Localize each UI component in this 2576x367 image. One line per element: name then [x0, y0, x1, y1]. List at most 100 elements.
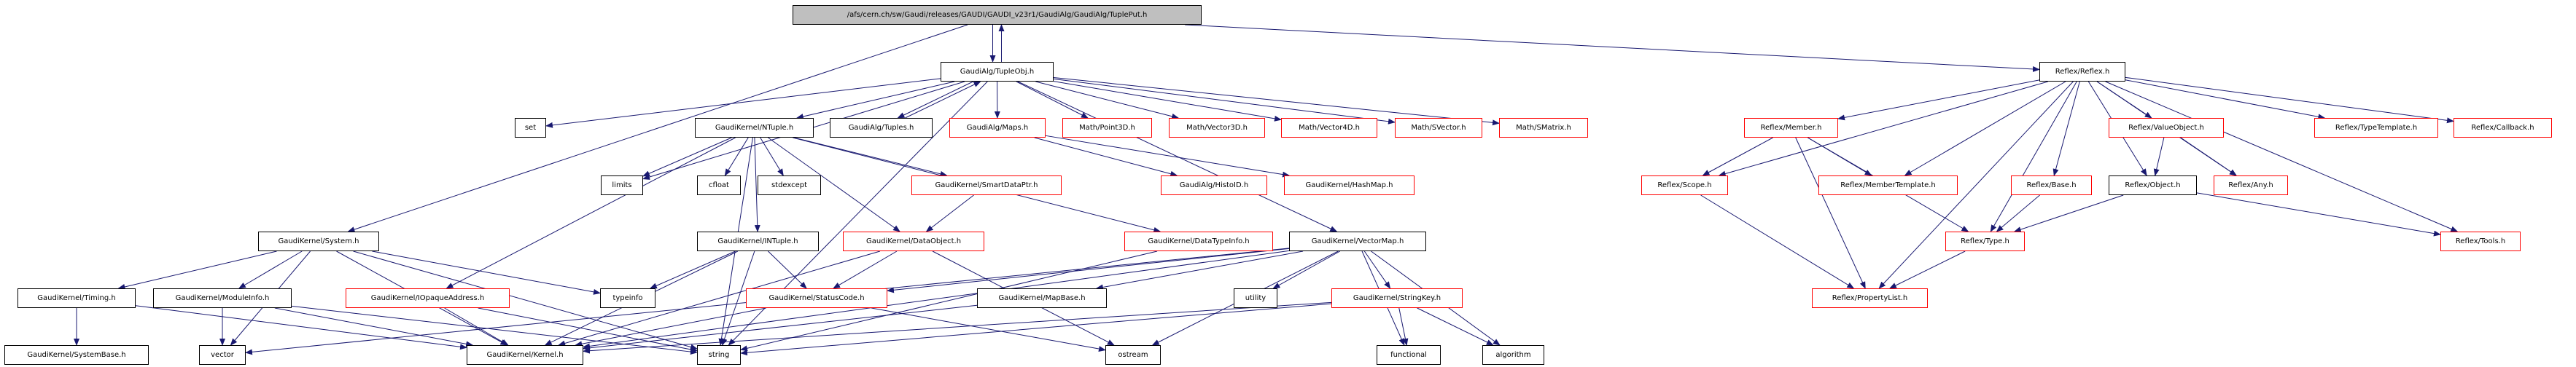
dependency-edge — [1700, 194, 1855, 289]
dependency-edge — [135, 305, 467, 350]
graph-node-label: GaudiKernel/DataObject.h — [865, 237, 962, 245]
graph-node[interactable]: GaudiAlg/Tuples.h — [830, 118, 933, 138]
graph-node[interactable]: Reflex/ValueObject.h — [2109, 118, 2224, 138]
graph-node[interactable]: Reflex/Reflex.h — [2039, 62, 2125, 82]
graph-node[interactable]: GaudiAlg/Maps.h — [949, 118, 1046, 138]
graph-node[interactable]: typeinfo — [600, 288, 655, 308]
graph-node-label: Math/Vector3D.h — [1186, 124, 1248, 132]
graph-node[interactable]: GaudiKernel/ModuleInfo.h — [153, 288, 292, 308]
graph-node[interactable]: GaudiKernel/System.h — [258, 232, 379, 251]
graph-node[interactable]: Reflex/Scope.h — [1641, 175, 1728, 195]
graph-node[interactable]: Reflex/Type.h — [1945, 232, 2025, 251]
graph-node-label: Reflex/Type.h — [1961, 237, 2009, 245]
graph-node[interactable]: /afs/cern.ch/sw/Gaudi/releases/GAUDI/GAU… — [793, 5, 1202, 25]
dependency-edge — [795, 81, 955, 119]
graph-node[interactable]: Reflex/Any.h — [2214, 175, 2288, 195]
graph-node[interactable]: Reflex/Object.h — [2109, 175, 2197, 195]
graph-node[interactable]: Reflex/Tools.h — [2440, 232, 2521, 251]
graph-node-label: GaudiKernel/StatusCode.h — [768, 294, 865, 302]
graph-node[interactable]: GaudiKernel/INTuple.h — [697, 232, 819, 251]
dependency-edge — [1904, 81, 2066, 176]
dependency-edge — [1417, 307, 1494, 346]
graph-node[interactable]: string — [697, 345, 741, 365]
dependency-edge — [897, 81, 973, 119]
graph-node-label: GaudiAlg/Tuples.h — [848, 124, 914, 132]
graph-node[interactable]: Reflex/Base.h — [2011, 175, 2092, 195]
graph-node[interactable]: ostream — [1105, 345, 1161, 365]
graph-node[interactable]: GaudiKernel/SystemBase.h — [4, 345, 149, 365]
graph-node[interactable]: GaudiAlg/TupleObj.h — [941, 62, 1054, 82]
graph-node[interactable]: GaudiKernel/HashMap.h — [1284, 175, 1415, 195]
dependency-edge — [1095, 250, 1304, 291]
dependency-edge — [347, 24, 968, 232]
graph-node[interactable]: stdexcept — [758, 175, 821, 195]
dependency-edge — [1034, 137, 1178, 177]
graph-node[interactable]: GaudiKernel/Kernel.h — [467, 345, 583, 365]
graph-node[interactable]: utility — [1234, 288, 1277, 308]
graph-node-label: Math/SVector.h — [1411, 124, 1466, 132]
graph-node[interactable]: algorithm — [1482, 345, 1544, 365]
graph-node[interactable]: GaudiKernel/StringKey.h — [1331, 288, 1463, 308]
dependency-edge — [721, 250, 755, 346]
dependency-edge — [1888, 250, 1966, 289]
graph-node[interactable]: GaudiKernel/NTuple.h — [695, 118, 814, 138]
dependency-edge — [2180, 137, 2238, 176]
graph-node-label: Reflex/PropertyList.h — [1832, 294, 1908, 302]
graph-node[interactable]: Reflex/Member.h — [1744, 118, 1838, 138]
graph-node[interactable]: limits — [601, 175, 643, 195]
graph-node-label: Reflex/MemberTemplate.h — [1840, 181, 1936, 189]
dependency-edge — [1878, 81, 2074, 289]
graph-node-label: algorithm — [1495, 351, 1531, 359]
graph-node-label: Reflex/Any.h — [2228, 181, 2273, 189]
graph-node[interactable]: GaudiKernel/SmartDataPtr.h — [911, 175, 1062, 195]
graph-node[interactable]: functional — [1377, 345, 1441, 365]
dependency-edge — [1053, 78, 1396, 125]
graph-node[interactable]: GaudiKernel/MapBase.h — [977, 288, 1107, 308]
graph-node[interactable]: cfloat — [697, 175, 741, 195]
dependency-edge — [740, 303, 1332, 356]
dependency-edge — [1017, 81, 1338, 232]
dependency-edge — [274, 307, 474, 347]
dependency-edge — [642, 137, 732, 177]
graph-node[interactable]: GaudiKernel/StatusCode.h — [746, 288, 887, 308]
dependency-edge — [1363, 250, 1391, 289]
graph-node[interactable]: GaudiAlg/HistoID.h — [1161, 175, 1267, 195]
graph-node[interactable]: Math/SVector.h — [1395, 118, 1482, 138]
graph-node-label: GaudiKernel/NTuple.h — [715, 124, 794, 132]
graph-node-label: GaudiKernel/StringKey.h — [1353, 294, 1441, 302]
graph-node-label: GaudiKernel/MapBase.h — [998, 294, 1086, 302]
graph-node-label: Reflex/Base.h — [2026, 181, 2077, 189]
graph-node[interactable]: Reflex/MemberTemplate.h — [1818, 175, 1958, 195]
graph-node-label: Reflex/ValueObject.h — [2128, 124, 2204, 132]
graph-node-label: vector — [211, 351, 234, 359]
dependency-edge — [1837, 79, 2040, 121]
graph-node[interactable]: GaudiKernel/DataTypeInfo.h — [1124, 232, 1273, 251]
graph-node[interactable]: Reflex/TypeTemplate.h — [2314, 118, 2438, 138]
graph-node-label: GaudiKernel/VectorMap.h — [1311, 237, 1404, 245]
graph-node[interactable]: Reflex/Callback.h — [2454, 118, 2552, 138]
dependency-edge — [2153, 137, 2165, 176]
graph-node-label: ostream — [1118, 351, 1148, 359]
graph-node[interactable]: Math/SMatrix.h — [1499, 118, 1588, 138]
graph-node-label: Math/Point3D.h — [1079, 124, 1135, 132]
dependency-edge — [768, 137, 900, 232]
dependency-edge — [1035, 81, 1180, 119]
graph-node-label: GaudiKernel/Kernel.h — [486, 351, 564, 359]
graph-node-label: Reflex/Reflex.h — [2055, 68, 2110, 76]
graph-node[interactable]: GaudiKernel/DataObject.h — [843, 232, 984, 251]
graph-node[interactable]: Math/Vector4D.h — [1281, 118, 1377, 138]
graph-node[interactable]: set — [515, 118, 546, 138]
dependency-edge — [1053, 81, 1282, 122]
dependency-edge — [2196, 192, 2441, 237]
graph-node[interactable]: Reflex/PropertyList.h — [1812, 288, 1928, 308]
graph-node[interactable]: GaudiKernel/IOpaqueAddress.h — [346, 288, 510, 308]
graph-node-label: stdexcept — [771, 181, 808, 189]
dependency-edge — [2013, 194, 2124, 232]
graph-node[interactable]: GaudiKernel/VectorMap.h — [1289, 232, 1426, 251]
graph-node[interactable]: GaudiKernel/Timing.h — [17, 288, 136, 308]
graph-node[interactable]: Math/Point3D.h — [1062, 118, 1152, 138]
dependency-edge — [478, 307, 698, 352]
graph-node[interactable]: Math/Vector3D.h — [1169, 118, 1265, 138]
graph-node[interactable]: vector — [199, 345, 246, 365]
dependency-edge — [1185, 24, 2040, 72]
